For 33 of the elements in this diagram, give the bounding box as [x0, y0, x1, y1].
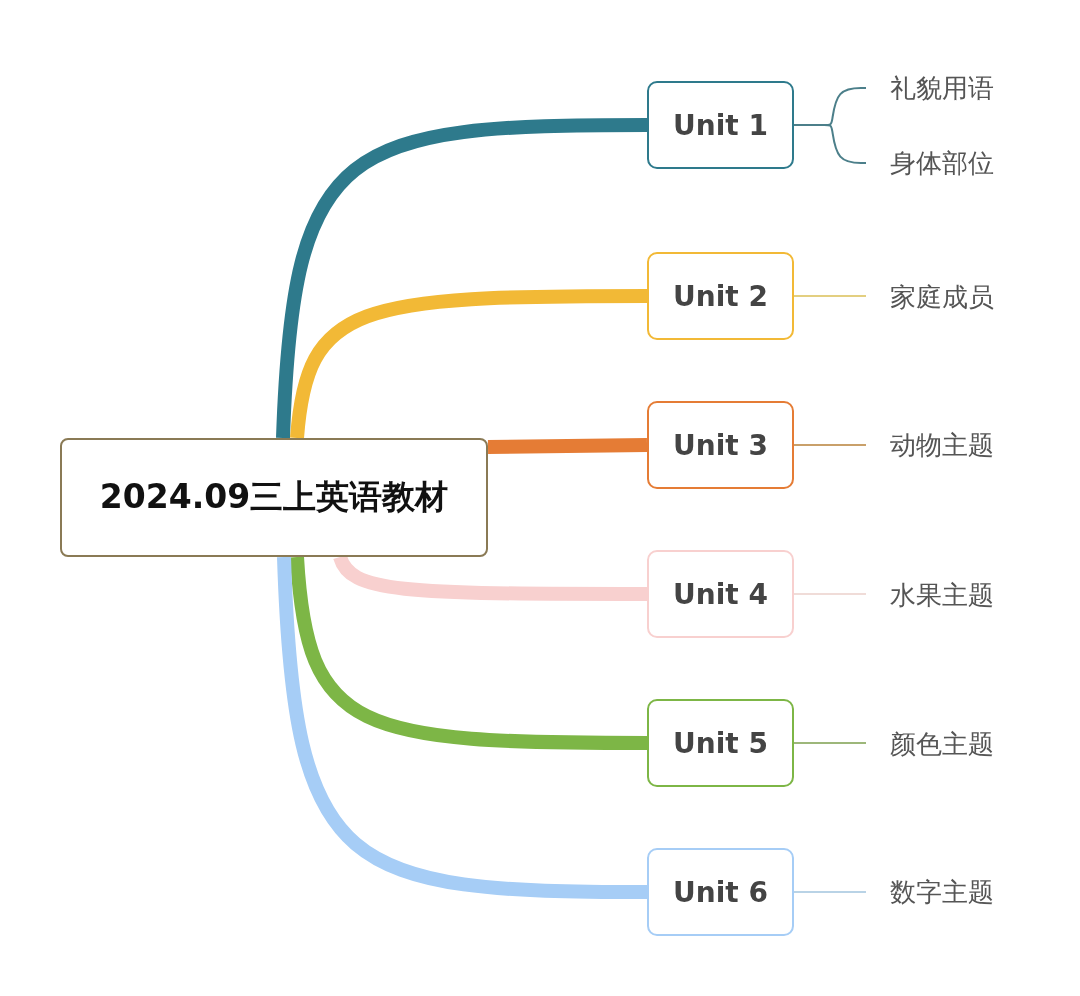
unit-title: Unit 2 [673, 279, 768, 313]
unit-title: Unit 6 [673, 875, 768, 909]
branch-line [277, 556, 648, 899]
branch-line [290, 289, 647, 439]
connector-line [793, 444, 867, 446]
central-topic-title: 2024.09三上英语教材 [99, 476, 449, 518]
connector-line [793, 124, 867, 164]
unit-box [647, 81, 794, 169]
unit-box [647, 550, 794, 638]
connector-line [793, 593, 867, 595]
unit-title: Unit 1 [673, 108, 768, 142]
unit-box [647, 699, 794, 787]
connector-line [793, 742, 867, 744]
branch-line [487, 438, 648, 454]
topic-label: 颜色主题 [890, 727, 994, 761]
unit-title: Unit 4 [673, 577, 768, 611]
unit-title: Unit 5 [673, 726, 768, 760]
branch-line [276, 118, 648, 439]
topic-label: 水果主题 [890, 578, 994, 612]
unit-box [647, 401, 794, 489]
connector-line [793, 295, 867, 297]
branch-line [333, 554, 647, 601]
unit-title: Unit 3 [673, 428, 768, 462]
topic-label: 礼貌用语 [890, 71, 994, 105]
unit-box [647, 848, 794, 936]
connector-line [793, 891, 867, 893]
topic-label: 身体部位 [890, 146, 994, 180]
central-topic-box [60, 438, 488, 557]
topic-label: 动物主题 [890, 428, 994, 462]
topic-label: 家庭成员 [890, 280, 994, 314]
unit-box [647, 252, 794, 340]
topic-label: 数字主题 [890, 875, 994, 909]
branch-line [290, 556, 648, 750]
